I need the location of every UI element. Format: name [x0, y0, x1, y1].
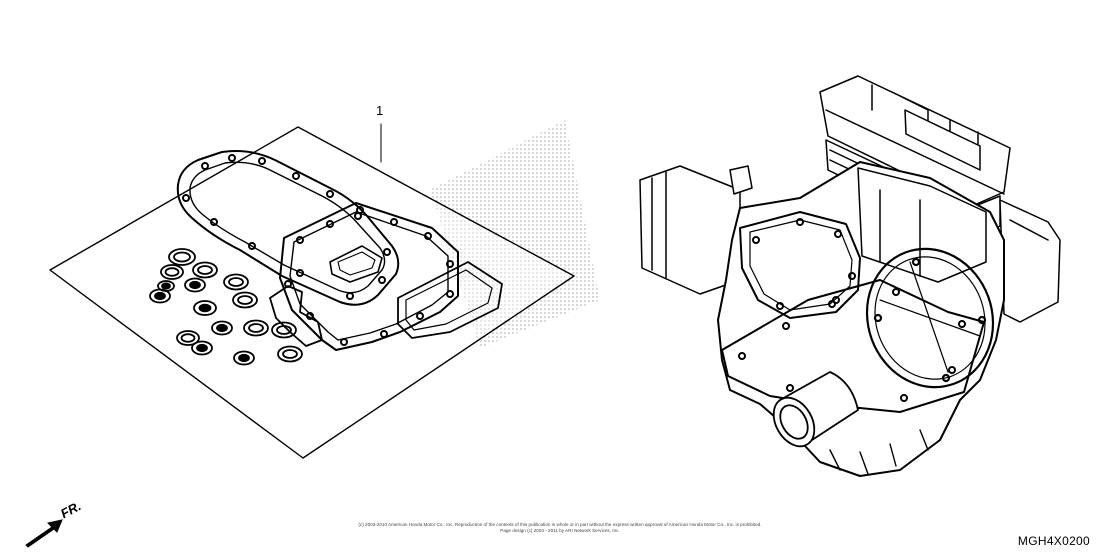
oil-filter — [772, 371, 859, 448]
sump-fins — [829, 429, 929, 475]
kit-backing-sheet — [49, 126, 575, 459]
watermark-pattern — [430, 120, 600, 348]
frame-gasket — [397, 261, 503, 339]
rear-cylinder-head — [819, 75, 1011, 207]
o-rings — [149, 248, 303, 366]
gasket-kit-illustration — [49, 120, 600, 459]
diagram-code: MGH4X0200 — [1017, 534, 1090, 548]
oil-pan-gasket-installed — [721, 279, 985, 413]
side-cover-gasket-installed — [739, 211, 861, 319]
crankcase-ring-gasket — [865, 247, 995, 389]
front-cylinder — [639, 165, 753, 295]
cover-gasket — [176, 150, 400, 306]
engine-illustration — [639, 75, 1061, 477]
strainer-gasket — [329, 245, 383, 283]
callout-1: 1 — [376, 103, 384, 118]
copyright-line-1: (c) 2003-2010 American Honda Motor Co., … — [358, 522, 762, 527]
copyright-notice: (c) 2003-2010 American Honda Motor Co., … — [300, 522, 820, 534]
copyright-line-2: Page design (c) 2004 - 2011 by ARI Netwo… — [500, 528, 620, 533]
front-direction-arrow-icon — [25, 519, 63, 548]
right-side-cover — [999, 199, 1061, 323]
shaped-gasket — [269, 285, 323, 347]
center-cylinder-barrel — [857, 167, 987, 283]
